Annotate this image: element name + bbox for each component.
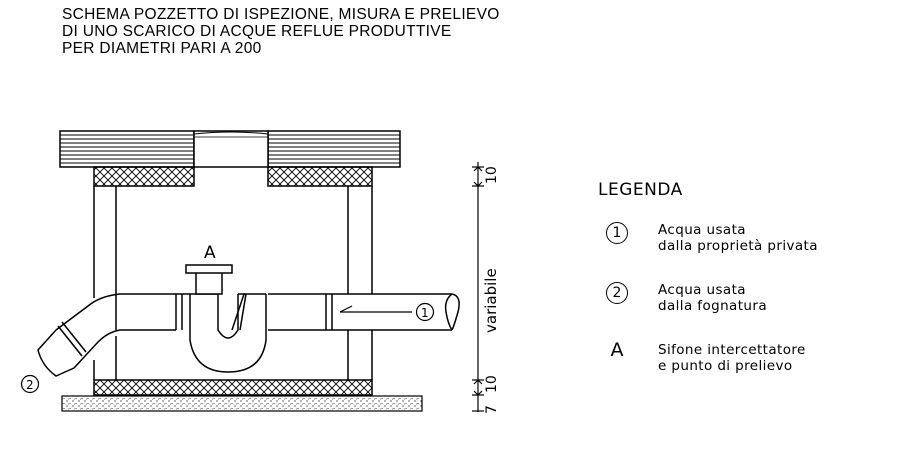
inlet-marker: 1 [421, 306, 429, 320]
dimension-line [472, 162, 484, 412]
title-line-3: PER DIAMETRI PARI A 200 [62, 40, 262, 57]
manhole-walls [93, 186, 373, 380]
legend-item-3-line-1: Sifone intercettatore [658, 342, 806, 358]
legend-item-2-line-1: Acqua usata [658, 282, 746, 298]
legend-symbol-2: 2 [606, 282, 628, 304]
cover-slab [59, 130, 401, 168]
title-line-2: DI UNO SCARICO DI ACQUE REFLUE PRODUTTIV… [62, 23, 452, 40]
legend-item-2-line-2: dalla fognatura [658, 298, 767, 314]
dim-top-label: 10 [484, 166, 500, 184]
inlet-flow-arrow [339, 302, 435, 322]
top-frame-hatch [93, 166, 373, 187]
legend-item-1-line-2: dalla proprietà privata [658, 238, 818, 254]
pipe-assembly [37, 264, 460, 377]
dim-variable-label: variabile [482, 268, 500, 333]
bottom-base [61, 379, 423, 412]
title-line-1: SCHEMA POZZETTO DI ISPEZIONE, MISURA E P… [62, 6, 500, 23]
legend-title: LEGENDA [598, 180, 683, 200]
legend-symbol-1: 1 [606, 222, 628, 244]
outlet-marker-circle [20, 374, 40, 394]
dim-bottom-label: 10 [484, 375, 500, 393]
legend-item-1: 1 Acqua usata dalla proprietà privata [598, 222, 893, 282]
dim-base-label: 7 [484, 405, 500, 414]
siphon-label: A [204, 243, 216, 263]
legend-item-3-line-2: e punto di prelievo [658, 358, 793, 374]
outlet-marker: 2 [26, 378, 34, 392]
legend-item-3: A Sifone intercettatore e punto di preli… [598, 339, 893, 402]
legend: LEGENDA 1 Acqua usata dalla proprietà pr… [598, 180, 893, 402]
drawing-title: SCHEMA POZZETTO DI ISPEZIONE, MISURA E P… [62, 6, 622, 57]
legend-item-1-line-1: Acqua usata [658, 222, 746, 238]
legend-item-2: 2 Acqua usata dalla fognatura [598, 282, 893, 342]
legend-symbol-3: A [610, 339, 624, 361]
